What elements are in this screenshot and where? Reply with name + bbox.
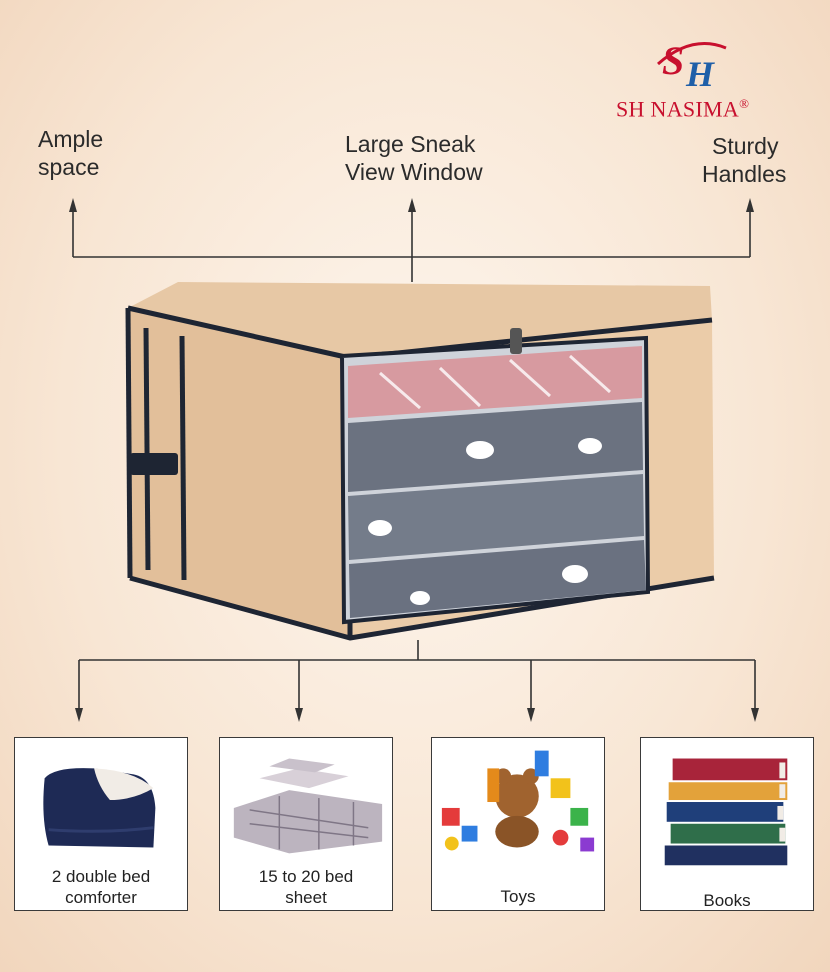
handle-icon	[130, 453, 178, 475]
svg-text:H: H	[685, 54, 715, 94]
card-caption-toys: Toys	[500, 887, 536, 906]
books-icon	[664, 758, 788, 866]
card-caption-books: Books	[703, 891, 751, 910]
toys-icon	[441, 750, 595, 852]
bedsheet-icon	[233, 758, 383, 854]
brand-logo-icon: S H	[657, 38, 727, 94]
storage-bag-image	[125, 282, 715, 641]
brand-name: SH NASIMA®	[616, 96, 750, 122]
card-books: Books	[640, 737, 814, 911]
card-toys: Toys	[431, 737, 605, 911]
comforter-icon	[43, 768, 156, 848]
